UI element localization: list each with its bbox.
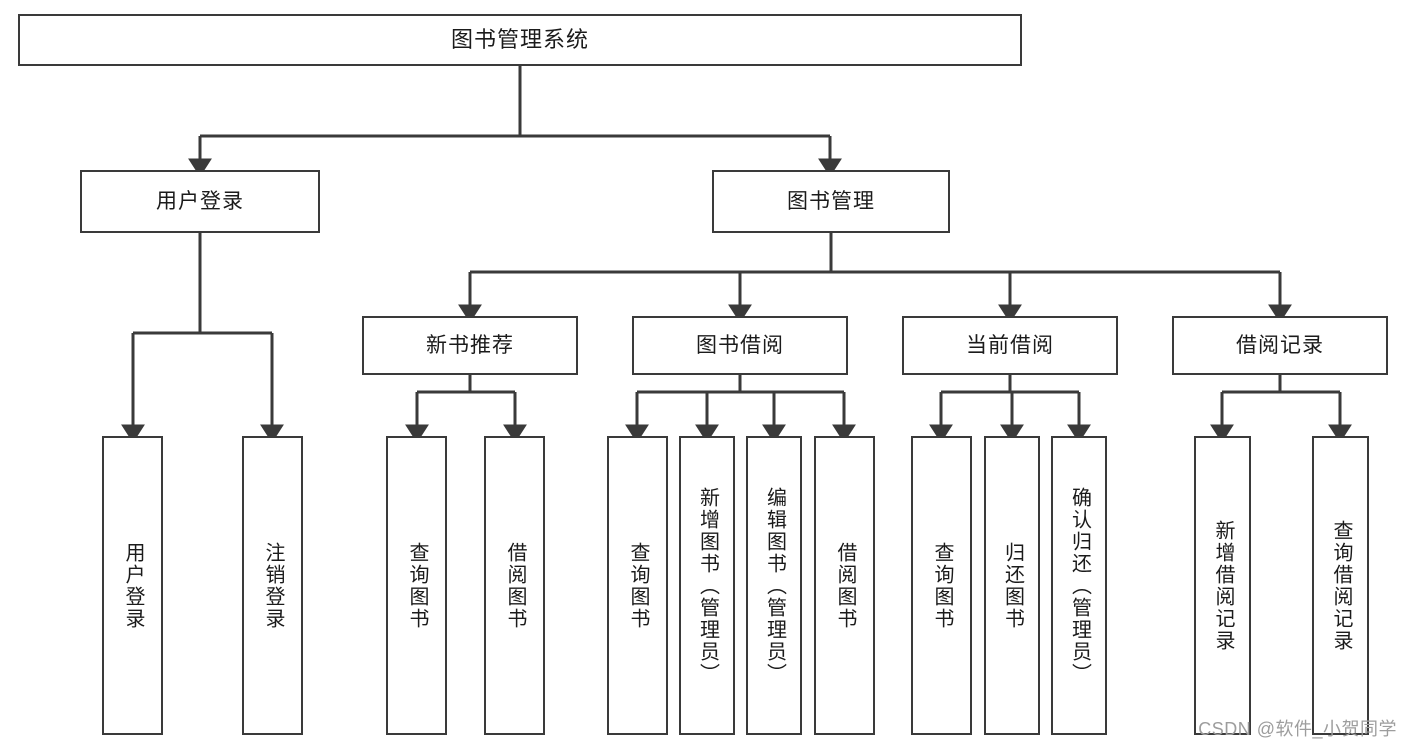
leaf-query-book-newbook[interactable]: 查询图书 <box>386 436 447 735</box>
leaf-label: 注销登录 <box>262 541 284 630</box>
node-new-book-recommend[interactable]: 新书推荐 <box>362 316 578 375</box>
leaf-label: 查询图书 <box>931 541 953 630</box>
node-current-borrow-label: 当前借阅 <box>966 333 1054 357</box>
node-new-book-recommend-label: 新书推荐 <box>426 333 514 357</box>
leaf-query-book-current[interactable]: 查询图书 <box>911 436 972 735</box>
leaf-user-login[interactable]: 用户登录 <box>102 436 163 735</box>
leaf-label: 查询图书 <box>627 541 649 630</box>
leaf-borrow-book-newbook[interactable]: 借阅图书 <box>484 436 545 735</box>
leaf-label: 归还图书 <box>1001 541 1024 630</box>
node-user-login[interactable]: 用户登录 <box>80 170 320 233</box>
leaf-label: 借阅图书 <box>834 541 856 630</box>
leaf-label: 查询借阅记录 <box>1330 519 1352 652</box>
leaf-borrow-book[interactable]: 借阅图书 <box>814 436 875 735</box>
node-root[interactable]: 图书管理系统 <box>18 14 1022 66</box>
node-borrow-records[interactable]: 借阅记录 <box>1172 316 1388 375</box>
node-book-borrow[interactable]: 图书借阅 <box>632 316 848 375</box>
node-borrow-records-label: 借阅记录 <box>1236 333 1324 357</box>
leaf-label: 编辑图书（管理员） <box>763 486 786 685</box>
node-user-login-label: 用户登录 <box>156 189 244 213</box>
leaf-query-borrow-record[interactable]: 查询借阅记录 <box>1312 436 1369 735</box>
leaf-edit-book-admin[interactable]: 编辑图书（管理员） <box>746 436 802 735</box>
leaf-label: 借阅图书 <box>504 541 526 630</box>
watermark: CSDN @软件_小贺同学 <box>1198 719 1397 739</box>
leaf-return-book[interactable]: 归还图书 <box>984 436 1040 735</box>
leaf-query-book-borrow[interactable]: 查询图书 <box>607 436 668 735</box>
node-current-borrow[interactable]: 当前借阅 <box>902 316 1118 375</box>
leaf-add-borrow-record[interactable]: 新增借阅记录 <box>1194 436 1251 735</box>
leaf-add-book-admin[interactable]: 新增图书（管理员） <box>679 436 735 735</box>
node-root-label: 图书管理系统 <box>450 26 589 52</box>
leaf-label: 新增借阅记录 <box>1212 519 1234 652</box>
leaf-confirm-return-admin[interactable]: 确认归还（管理员） <box>1051 436 1107 735</box>
node-book-management[interactable]: 图书管理 <box>712 170 950 233</box>
leaf-label: 新增图书（管理员） <box>696 486 719 685</box>
node-book-management-label: 图书管理 <box>787 189 875 213</box>
leaf-logout[interactable]: 注销登录 <box>242 436 303 735</box>
leaf-label: 用户登录 <box>122 541 144 630</box>
leaf-label: 查询图书 <box>406 541 428 630</box>
leaf-label: 确认归还（管理员） <box>1068 486 1091 685</box>
node-book-borrow-label: 图书借阅 <box>696 333 784 357</box>
